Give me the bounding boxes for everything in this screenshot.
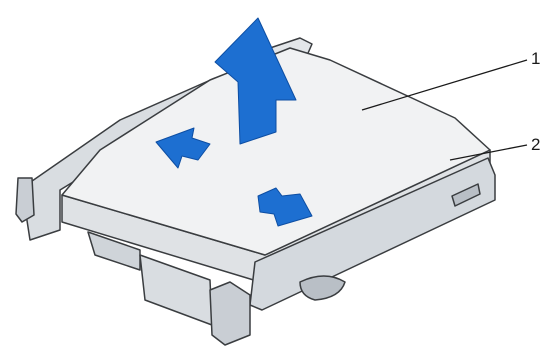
bracket-front-clip: [209, 281, 251, 346]
arrow-right-icon: [257, 187, 313, 227]
bracket-left-clip: [15, 177, 35, 223]
callout-1-label: 1: [531, 49, 540, 68]
callout-leaders: [361, 59, 528, 161]
arrow-up-icon: [214, 17, 297, 145]
drive-bracket-illustration: [15, 37, 496, 346]
callout-2-leader: [449, 144, 528, 161]
drive-top-face: [61, 47, 491, 256]
drive-connector: [451, 183, 481, 207]
drive-spindle: [299, 275, 346, 301]
bracket-bottom-front: [139, 254, 213, 326]
release-arrows: [155, 17, 313, 227]
arrow-left-icon: [155, 127, 211, 169]
bracket-bottom-left: [87, 231, 141, 271]
callout-1-leader: [361, 59, 528, 111]
callout-2-label: 2: [531, 135, 540, 154]
